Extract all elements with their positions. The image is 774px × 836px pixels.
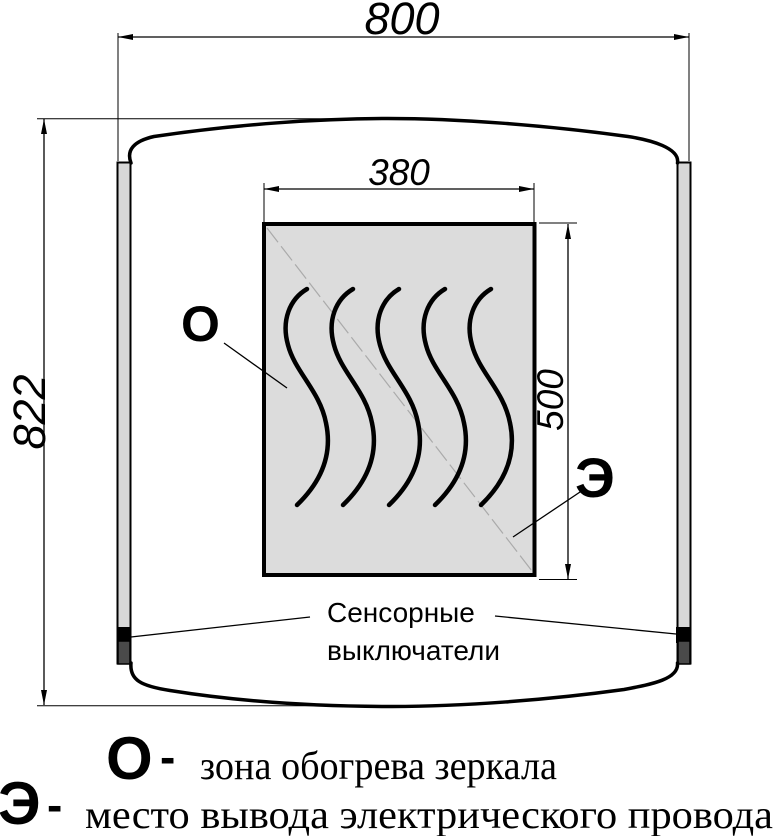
arrowhead-right <box>519 186 534 192</box>
arrowhead-left <box>264 186 279 192</box>
arrowhead-top <box>41 119 47 134</box>
mirror-bottom-edge <box>129 661 680 709</box>
callout-heating-zone: О <box>181 296 288 389</box>
dimension-zone-width: 380 <box>263 152 535 222</box>
dimension-label-822: 822 <box>4 374 55 449</box>
heating-wave <box>421 286 469 508</box>
heating-zone <box>262 222 537 577</box>
legend-wire-dash: - <box>47 779 62 831</box>
dimension-overall-width: 800 <box>117 0 690 161</box>
side-strips <box>116 161 692 665</box>
callout-wire-outlet: Э <box>512 446 615 538</box>
left-strip <box>116 161 132 665</box>
callout-sensor-switches: Сенсорные выключатели <box>130 597 677 666</box>
heating-wave <box>329 286 377 508</box>
legend-wire-symbol: Э <box>0 770 41 836</box>
legend-heat-symbol: О <box>106 725 153 792</box>
right-strip <box>676 161 692 665</box>
heating-wave <box>375 286 423 508</box>
arrowhead-bottom <box>41 690 47 705</box>
legend-wire-text: место вывода электрического провода <box>85 792 773 836</box>
legend-heat-dash: - <box>160 731 175 783</box>
wire-outlet-letter: Э <box>575 446 615 509</box>
heating-wave <box>283 286 331 508</box>
right-switch-top <box>676 627 690 643</box>
dimension-label-500: 500 <box>530 369 571 431</box>
arrowhead-right <box>674 34 689 40</box>
arrowhead-top <box>565 224 571 239</box>
touch-switches <box>117 627 691 665</box>
sensor-label-line1: Сенсорные <box>327 597 475 628</box>
arrowhead-bottom <box>565 564 571 579</box>
leader-line <box>512 489 584 538</box>
dimension-label-800: 800 <box>364 0 439 44</box>
arrowhead-left <box>118 34 133 40</box>
legend-heat-text: зона обогрева зеркала <box>200 743 557 788</box>
right-switch-body <box>677 640 691 665</box>
dimension-overall-height: 822 <box>4 118 390 707</box>
heating-zone-letter: О <box>181 296 220 352</box>
left-switch-body <box>117 640 131 665</box>
zone-diagonal-line <box>266 227 533 572</box>
heating-wave <box>467 286 515 508</box>
legend: О - зона обогрева зеркала Э - место выво… <box>0 725 773 836</box>
dimension-label-380: 380 <box>368 152 430 193</box>
dimension-zone-height: 500 <box>530 222 577 580</box>
leader-line-left <box>130 616 311 638</box>
leader-line <box>223 342 288 389</box>
left-switch-top <box>117 627 131 643</box>
leader-line-right <box>494 615 677 635</box>
sensor-label-line2: выключатели <box>327 635 500 666</box>
